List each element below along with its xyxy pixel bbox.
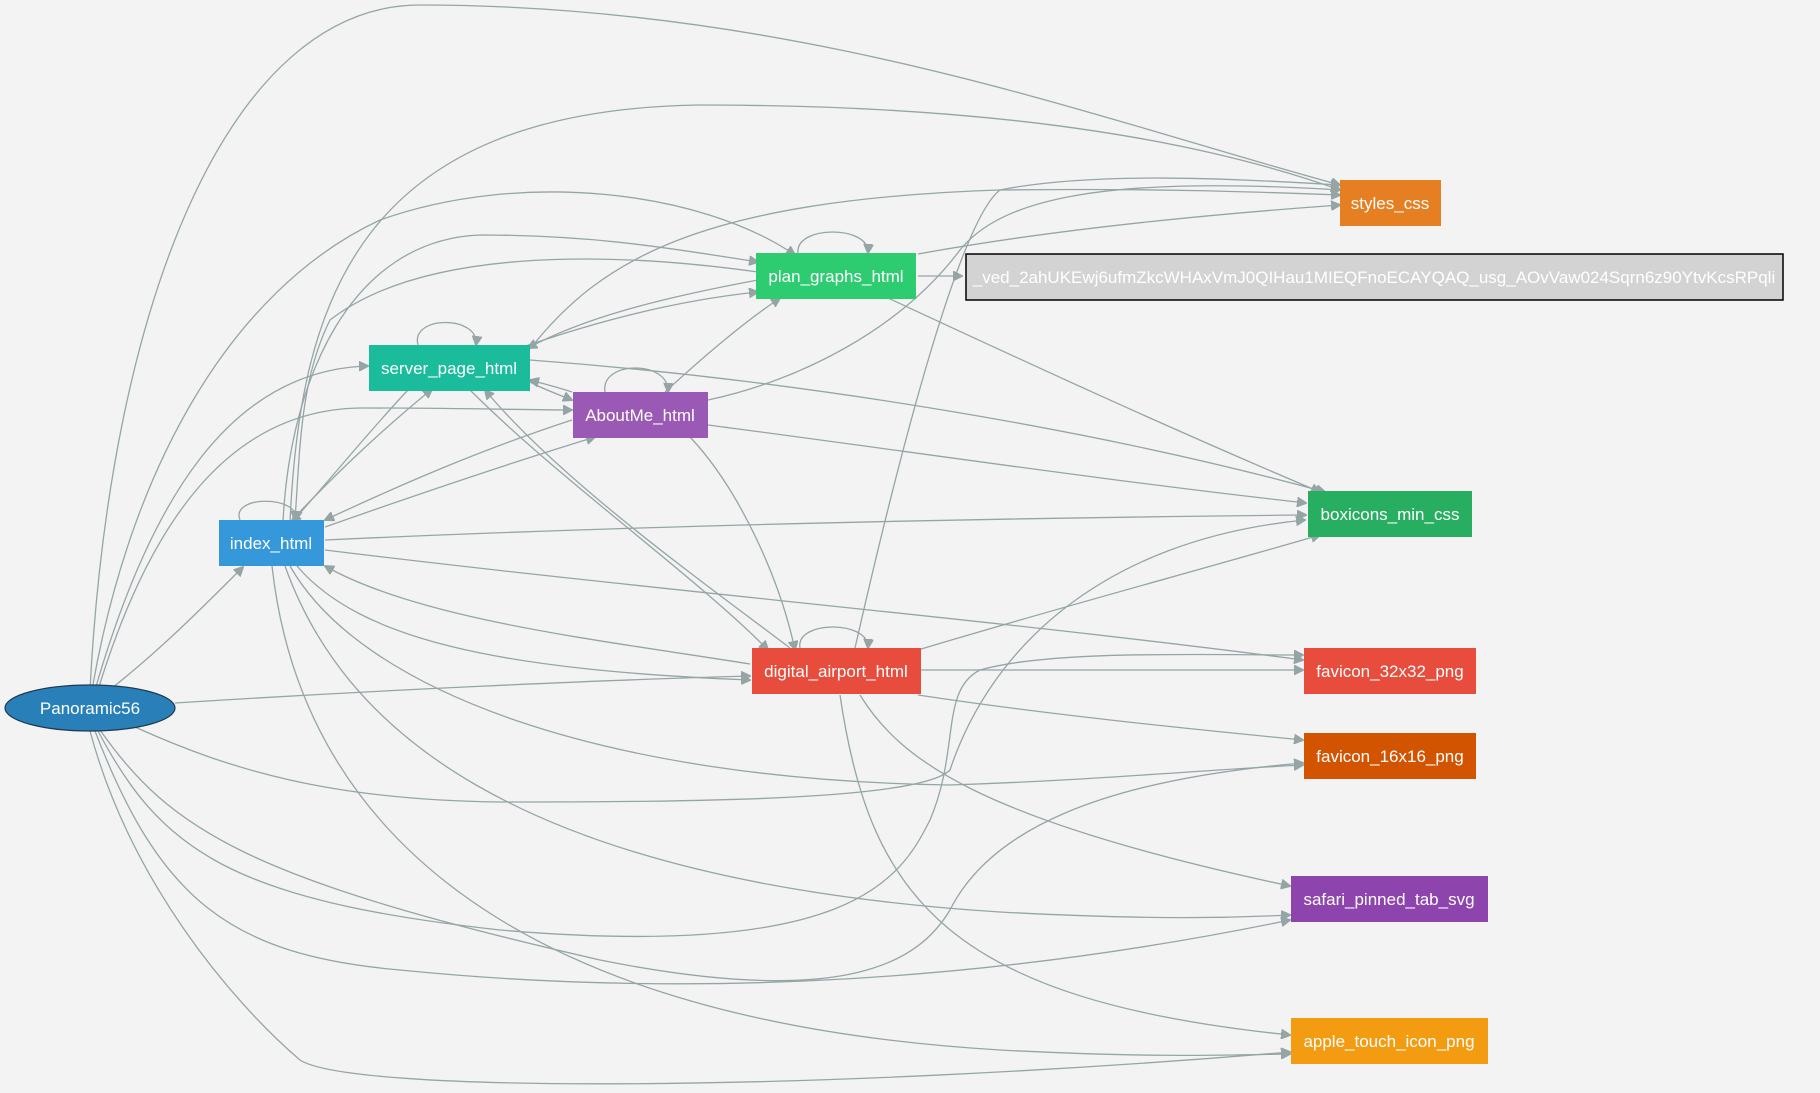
edge-index-html-safari-pinned-tab-svg [284, 565, 1290, 918]
edge-index-html-favicon-32x32-png [324, 549, 1303, 660]
node-apple-touch-icon-png[interactable]: apple_touch_icon_png [1291, 1018, 1488, 1064]
node-favicon-16x16-png[interactable]: favicon_16x16_png [1304, 733, 1476, 779]
edge-panoramic56-apple-touch-icon-png [89, 730, 1290, 1085]
edge-index-html-favicon-16x16-png [289, 565, 1303, 786]
edge-digital-airport-html-apple-touch-icon-png [839, 694, 1290, 1035]
node-aboutme-html[interactable]: AboutMe_html [573, 392, 708, 438]
edge-server-page-html-digital-airport-html [469, 389, 768, 650]
edge-panoramic56-favicon-16x16-png [99, 729, 1303, 982]
node-label-ved-link: _ved_2ahUKEwj6ufmZkcWHAxVmJ0QIHau1MIEQFn… [972, 268, 1775, 287]
node-label-index-html: index_html [230, 534, 312, 553]
edge-aboutme-html-server-page-html [530, 380, 573, 393]
edge-panoramic56-plan-graphs-html [91, 191, 795, 691]
node-label-plan-graphs-html: plan_graphs_html [768, 267, 903, 286]
graph-nodes: Panoramic56 index_html server_page_html … [4, 180, 1784, 1064]
edge-plan-graphs-html-self [797, 231, 868, 253]
edge-panoramic56-safari-pinned-tab-svg [94, 730, 1290, 985]
node-label-server-page-html: server_page_html [381, 359, 517, 378]
edge-plan-graphs-html-boxicons-min-css [887, 297, 1320, 492]
edge-panoramic56-aboutme-html [97, 408, 572, 691]
node-ved-link[interactable]: _ved_2ahUKEwj6ufmZkcWHAxVmJ0QIHau1MIEQFn… [965, 253, 1784, 301]
edge-server-page-html-boxicons-min-css [529, 359, 1325, 492]
node-label-apple-touch-icon-png: apple_touch_icon_png [1303, 1032, 1474, 1051]
node-server-page-html[interactable]: server_page_html [369, 345, 530, 391]
node-styles-css[interactable]: styles_css [1340, 180, 1441, 226]
edge-aboutme-html-plan-graphs-html [664, 298, 780, 393]
node-label-safari-pinned-tab-svg: safari_pinned_tab_svg [1303, 890, 1474, 909]
node-label-favicon-32x32-png: favicon_32x32_png [1316, 662, 1463, 681]
edge-plan-graphs-html-server-page-html [528, 279, 759, 348]
node-panoramic56[interactable]: Panoramic56 [4, 684, 176, 732]
edge-panoramic56-styles-css [89, 4, 1340, 691]
edge-aboutme-html-self [604, 367, 668, 392]
node-plan-graphs-html[interactable]: plan_graphs_html [756, 253, 916, 299]
edge-index-html-self [238, 500, 296, 520]
edge-server-page-html-aboutme-html [529, 381, 572, 400]
node-label-digital-airport-html: digital_airport_html [764, 662, 908, 681]
edge-server-page-html-styles-css [529, 188, 1340, 350]
edge-aboutme-html-digital-airport-html [689, 436, 795, 650]
edge-index-html-apple-touch-icon-png [271, 565, 1290, 1055]
graph-edges [89, 4, 1340, 1085]
edge-index-html-server-page-html [289, 389, 432, 523]
node-boxicons-min-css[interactable]: boxicons_min_css [1308, 491, 1472, 537]
node-label-boxicons-min-css: boxicons_min_css [1321, 505, 1460, 524]
node-favicon-32x32-png[interactable]: favicon_32x32_png [1304, 648, 1476, 694]
node-label-favicon-16x16-png: favicon_16x16_png [1316, 747, 1463, 766]
node-label-panoramic56: Panoramic56 [40, 699, 140, 718]
edge-aboutme-html-boxicons-min-css [707, 424, 1306, 503]
node-label-styles-css: styles_css [1351, 194, 1429, 213]
edge-panoramic56-server-page-html [94, 366, 368, 691]
edge-digital-airport-html-server-page-html [485, 390, 791, 649]
node-safari-pinned-tab-svg[interactable]: safari_pinned_tab_svg [1291, 876, 1488, 922]
edge-panoramic56-digital-airport-html [174, 676, 750, 704]
edge-panoramic56-index-html [111, 567, 243, 689]
edge-server-page-html-index-html [292, 389, 409, 522]
edge-aboutme-html-index-html [325, 419, 573, 520]
node-digital-airport-html[interactable]: digital_airport_html [752, 648, 921, 694]
edge-plan-graphs-html-index-html [295, 258, 759, 520]
edge-digital-airport-html-favicon-16x16-png [917, 694, 1303, 740]
edge-index-html-boxicons-min-css [324, 515, 1306, 541]
edge-plan-graphs-html-styles-css [917, 205, 1340, 255]
edge-digital-airport-html-boxicons-min-css [917, 535, 1320, 651]
node-label-aboutme-html: AboutMe_html [585, 406, 695, 425]
edge-index-html-digital-airport-html [296, 565, 750, 680]
node-index-html[interactable]: index_html [219, 520, 324, 566]
edge-digital-airport-html-self [799, 626, 868, 648]
edge-digital-airport-html-safari-pinned-tab-svg [859, 694, 1290, 886]
edge-index-html-aboutme-html [324, 437, 595, 528]
edge-digital-airport-html-styles-css [854, 177, 1340, 649]
edge-server-page-html-plan-graphs-html [519, 292, 758, 349]
edge-panoramic56-boxicons-min-css [134, 520, 1305, 803]
edge-server-page-html-self [416, 321, 476, 346]
edge-index-html-styles-css [289, 104, 1340, 523]
edge-digital-airport-html-index-html [325, 566, 751, 665]
edge-index-html-plan-graphs-html [282, 234, 758, 523]
edge-panoramic56-favicon-32x32-png [96, 654, 1303, 938]
